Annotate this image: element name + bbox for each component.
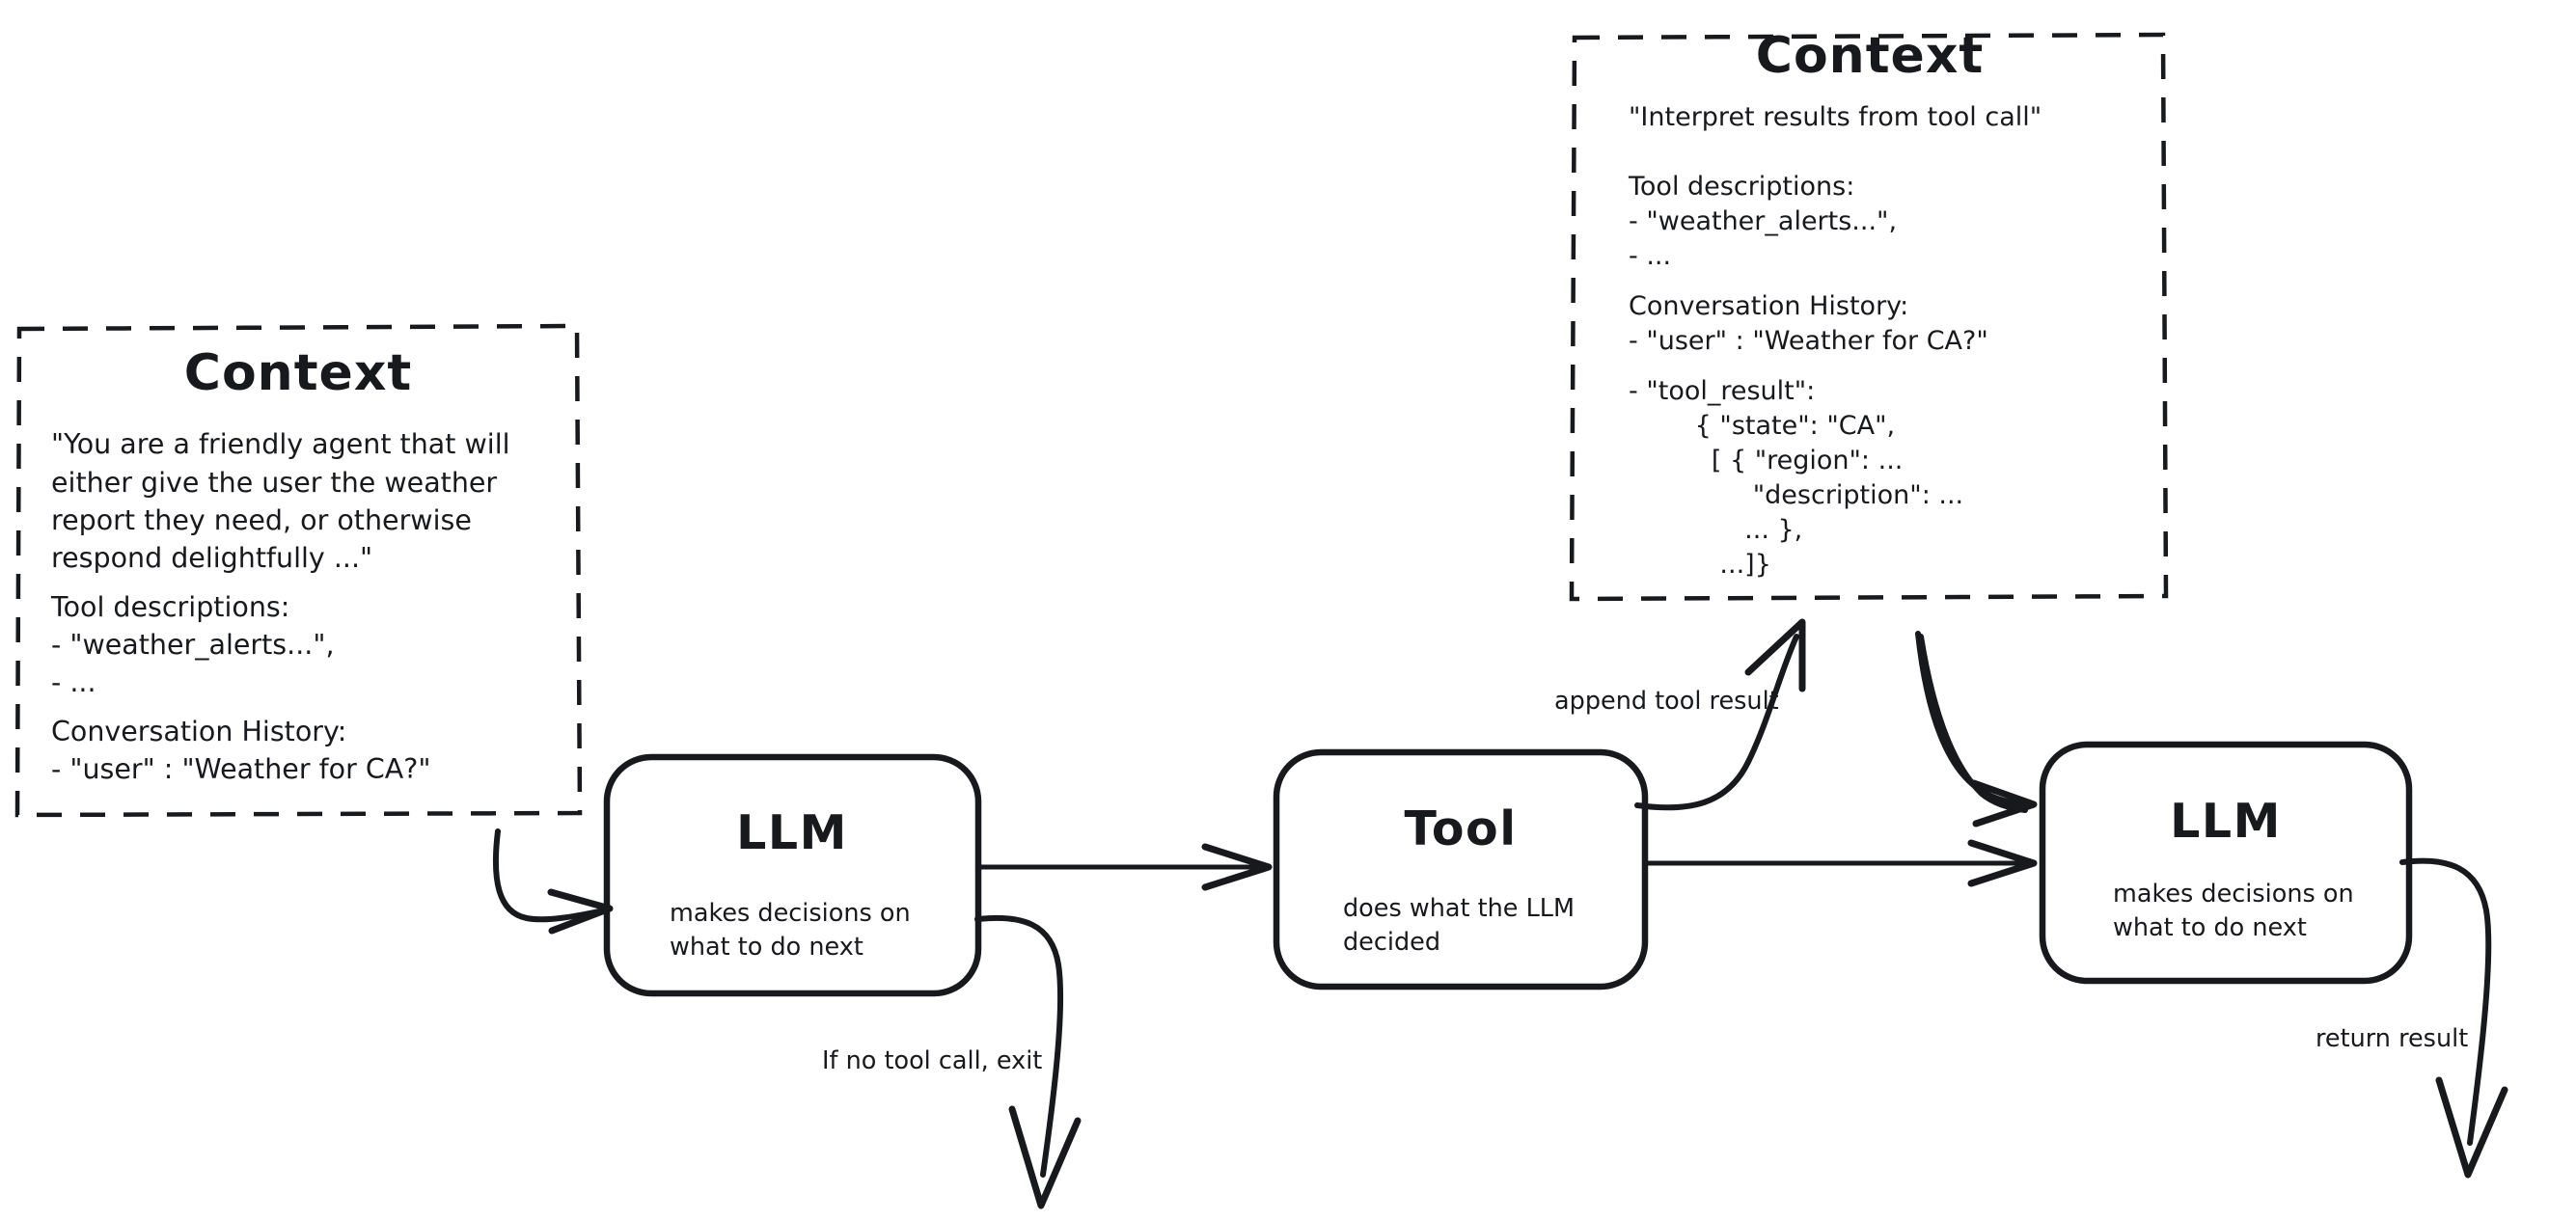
edge-llm-1-exit-arrowhead bbox=[1008, 1105, 1082, 1209]
node-llm-2[interactable]: LLM makes decisions on what to do next bbox=[2039, 741, 2413, 985]
node-llm-2-title: LLM bbox=[2170, 794, 2282, 849]
context-left-title: Context bbox=[184, 344, 412, 402]
node-tool-subtitle-line-1: does what the LLM bbox=[1343, 894, 1575, 923]
node-llm-1-box[interactable] bbox=[603, 753, 982, 997]
context-right-line: - "user" : "Weather for CA?" bbox=[1629, 326, 1988, 356]
context-left-line: - ... bbox=[51, 666, 96, 698]
edge-context-right-to-llm-2-arrowhead bbox=[1970, 779, 2038, 828]
edge-tool-to-llm-2-arrowhead bbox=[1967, 839, 2038, 887]
node-tool-subtitle-line-2: decided bbox=[1343, 928, 1440, 957]
edge-llm-1-to-tool bbox=[975, 843, 1273, 891]
edge-context-left-to-llm-1-line bbox=[492, 828, 611, 923]
edge-llm-2-return-label: return result bbox=[2316, 1024, 2468, 1053]
edge-tool-to-context-right-arrowhead bbox=[1744, 618, 1806, 692]
context-left-line: - "weather_alerts...", bbox=[51, 629, 335, 661]
node-llm-2-subtitle-line-1: makes decisions on bbox=[2113, 880, 2354, 909]
context-left-line: Tool descriptions: bbox=[50, 591, 289, 623]
node-llm-1-subtitle-line-1: makes decisions on bbox=[670, 899, 911, 928]
context-left-line: report they need, or otherwise bbox=[51, 504, 472, 536]
context-right-line: "description": ... bbox=[1629, 480, 1963, 510]
node-tool[interactable]: Tool does what the LLM decided bbox=[1273, 748, 1649, 990]
edge-llm-2-return-line bbox=[2399, 857, 2492, 1146]
context-right-line: ... }, bbox=[1629, 515, 1802, 545]
edge-context-left-to-llm-1-arrowhead bbox=[547, 888, 614, 935]
context-right-line: Tool descriptions: bbox=[1628, 172, 1854, 202]
context-left-dashed-border bbox=[14, 323, 583, 818]
edge-context-right-to-llm-2 bbox=[1915, 631, 2038, 828]
context-left-line: - "user" : "Weather for CA?" bbox=[51, 753, 431, 785]
context-right-line: [ { "region": ... bbox=[1629, 446, 1903, 475]
edge-llm-1-exit-label: If no tool call, exit bbox=[822, 1046, 1042, 1075]
context-right-line: "Interpret results from tool call" bbox=[1629, 102, 2042, 132]
node-llm-1-title: LLM bbox=[736, 805, 848, 860]
edge-llm-2-return: return result bbox=[2316, 857, 2508, 1179]
node-llm-2-box[interactable] bbox=[2039, 741, 2413, 985]
context-box-left: Context "You are a friendly agent that w… bbox=[14, 323, 583, 818]
edge-llm-2-return-arrowhead bbox=[2435, 1076, 2508, 1179]
context-right-line: ...]} bbox=[1629, 550, 1771, 580]
node-tool-box[interactable] bbox=[1273, 748, 1649, 990]
context-right-line: { "state": "CA", bbox=[1629, 411, 1895, 441]
context-right-line: - "weather_alerts...", bbox=[1629, 206, 1897, 236]
edge-tool-to-context-right-label: append tool result bbox=[1554, 687, 1779, 716]
edge-llm-1-to-tool-arrowhead bbox=[1201, 843, 1273, 891]
node-llm-2-subtitle-line-2: what to do next bbox=[2113, 913, 2307, 942]
edge-tool-to-context-right-line bbox=[1634, 634, 1799, 811]
edge-tool-to-llm-2 bbox=[1642, 839, 2038, 887]
context-right-title: Context bbox=[1756, 27, 1984, 85]
context-left-line: "You are a friendly agent that will bbox=[51, 428, 510, 460]
node-llm-1[interactable]: LLM makes decisions on what to do next bbox=[603, 753, 982, 997]
node-tool-title: Tool bbox=[1404, 801, 1517, 856]
context-left-line: respond delightfully ..." bbox=[51, 542, 372, 574]
context-left-line: either give the user the weather bbox=[51, 467, 497, 499]
edge-llm-1-exit-line bbox=[974, 914, 1064, 1178]
edge-context-right-to-llm-2-line-2 bbox=[1918, 634, 2028, 813]
context-right-dashed-border bbox=[1569, 32, 2169, 602]
context-box-right: Context "Interpret results from tool cal… bbox=[1569, 27, 2169, 602]
edge-tool-to-context-right: append tool result bbox=[1554, 618, 1806, 811]
edge-context-left-to-llm-1 bbox=[492, 828, 614, 935]
context-left-line: Conversation History: bbox=[51, 716, 346, 747]
context-right-line: - ... bbox=[1629, 241, 1671, 271]
context-right-line: - "tool_result": bbox=[1629, 376, 1815, 406]
node-llm-1-subtitle-line-2: what to do next bbox=[670, 933, 863, 962]
context-right-line: Conversation History: bbox=[1629, 291, 1908, 321]
edge-llm-1-exit: If no tool call, exit bbox=[822, 914, 1082, 1209]
